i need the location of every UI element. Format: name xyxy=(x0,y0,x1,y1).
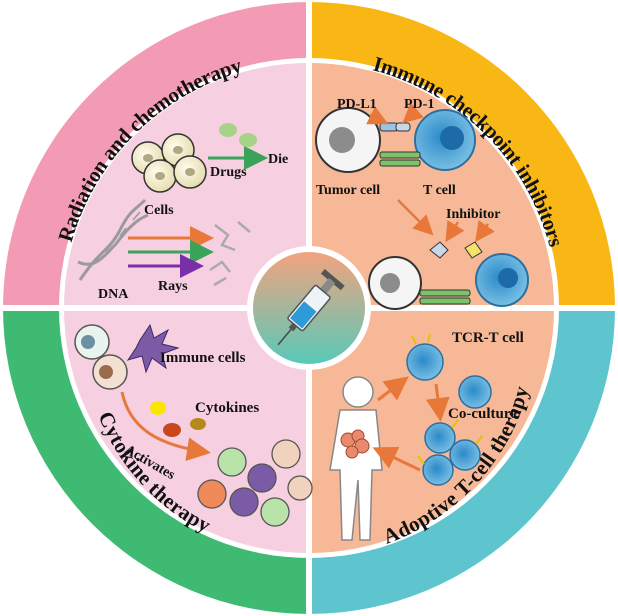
dendritic-cell-icon xyxy=(126,323,180,374)
t-cell-icon xyxy=(406,343,492,486)
checkpoint-illustration: PD-L1 PD-1 Tumor cell T cell Inhibitor xyxy=(315,97,529,310)
tumor-cell-icon xyxy=(368,256,422,310)
tumor-mass-icon xyxy=(340,429,370,459)
label-pd-l1: PD-L1 xyxy=(337,97,377,112)
radiation-illustration: Drugs Die Cells DNA Rays xyxy=(77,123,288,302)
label-immune-cells: Immune cells xyxy=(160,350,246,366)
tumor-cell-icon xyxy=(315,107,381,173)
immune-cell-icon xyxy=(74,324,128,390)
label-die: Die xyxy=(268,152,288,167)
label-inhibitor: Inhibitor xyxy=(446,207,500,222)
cytokine-illustration: Immune cells Cytokines Activates xyxy=(74,323,313,527)
label-t-cell: T cell xyxy=(423,183,456,198)
label-cells: Cells xyxy=(144,203,174,218)
adoptive-illustration: TCR-T cell Co-culture xyxy=(329,330,524,541)
t-cell-icon xyxy=(475,253,529,307)
broken-dna-icon xyxy=(209,221,251,287)
label-drugs: Drugs xyxy=(210,165,247,180)
label-dna: DNA xyxy=(98,287,129,302)
cell-icon xyxy=(131,133,207,193)
label-co-culture: Co-culture xyxy=(448,406,517,422)
syringe-icon xyxy=(277,269,345,346)
dna-icon xyxy=(77,198,149,281)
activated-cells-icon xyxy=(197,439,313,527)
label-tumor-cell: Tumor cell xyxy=(316,183,380,198)
label-tcr-t-cell: TCR-T cell xyxy=(452,330,524,346)
label-rays: Rays xyxy=(158,279,188,294)
t-cell-icon xyxy=(414,109,476,171)
label-cytokines: Cytokines xyxy=(195,400,259,416)
label-pd-1: PD-1 xyxy=(404,97,434,112)
